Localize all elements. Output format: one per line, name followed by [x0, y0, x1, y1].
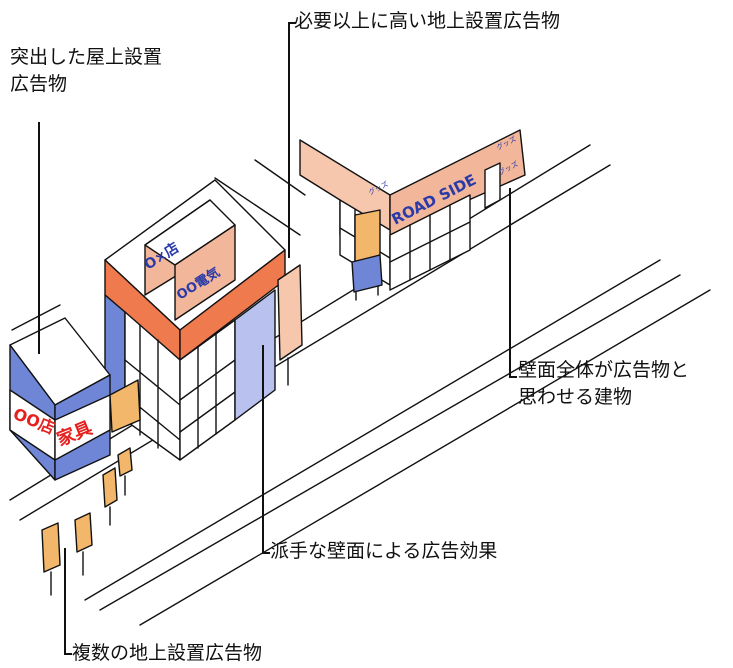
furniture-hanging-sign — [109, 379, 141, 433]
callout-wall-whole-line2: 思わせる建物 — [518, 386, 633, 408]
leader-rooftop — [38, 122, 40, 354]
leader-multiple-ground-h — [64, 653, 72, 655]
road-line-front-3 — [139, 289, 711, 626]
road-line-front-1 — [84, 259, 661, 601]
roadside-hanging-sign — [354, 209, 381, 263]
callout-multiple-ground: 複数の地上設置広告物 — [72, 640, 262, 667]
leader-tall-ground-v — [288, 22, 290, 258]
roadside-front-grid — [389, 204, 471, 281]
callout-flashy-wall-text: 派手な壁面による広告効果 — [270, 540, 498, 562]
callout-wall-whole: 壁面全体が広告物と 思わせる建物 — [518, 357, 689, 411]
roadside-blue-sign — [351, 254, 383, 293]
callout-tall-ground-text: 必要以上に高い地上設置広告物 — [294, 10, 561, 32]
back-ground-line-3 — [11, 304, 61, 331]
leader-tall-ground-h — [288, 22, 296, 24]
center-left-grid — [124, 324, 181, 449]
ground-sign-1 — [117, 447, 133, 477]
callout-tall-ground: 必要以上に高い地上設置広告物 — [294, 8, 560, 35]
leader-wall-whole-h — [509, 376, 517, 378]
roadside-small-sign — [484, 162, 501, 209]
callout-flashy-wall: 派手な壁面による広告効果 — [270, 538, 497, 565]
back-ground-line-2 — [254, 159, 306, 196]
callout-multiple-ground-text: 複数の地上設置広告物 — [72, 642, 263, 664]
ground-sign-2 — [102, 467, 118, 508]
leader-multiple-ground-v — [64, 548, 66, 653]
furniture-sign-band-side — [54, 394, 111, 461]
ground-sign-4 — [41, 522, 61, 573]
roadside-sign-face — [389, 129, 526, 236]
center-right-grid — [179, 333, 236, 449]
callout-wall-whole-line1: 壁面全体が広告物と — [518, 359, 690, 381]
callout-rooftop-line1: 突出した屋上設置 — [10, 46, 163, 68]
callout-rooftop: 突出した屋上設置 広告物 — [10, 44, 162, 98]
center-rooftop-box-right — [174, 224, 236, 321]
leader-flashy-wall-h — [262, 552, 270, 554]
center-tall-banner — [277, 264, 303, 361]
back-ground-line — [214, 177, 301, 236]
leader-flashy-wall-v — [262, 345, 264, 552]
ground-sign-3 — [74, 512, 93, 553]
road-line-front-2 — [99, 274, 681, 611]
roadside-blue-sign-leg — [355, 285, 379, 301]
callout-rooftop-line2: 広告物 — [10, 73, 68, 95]
center-lavender-wall — [234, 289, 276, 421]
leader-wall-whole-v — [509, 188, 511, 376]
